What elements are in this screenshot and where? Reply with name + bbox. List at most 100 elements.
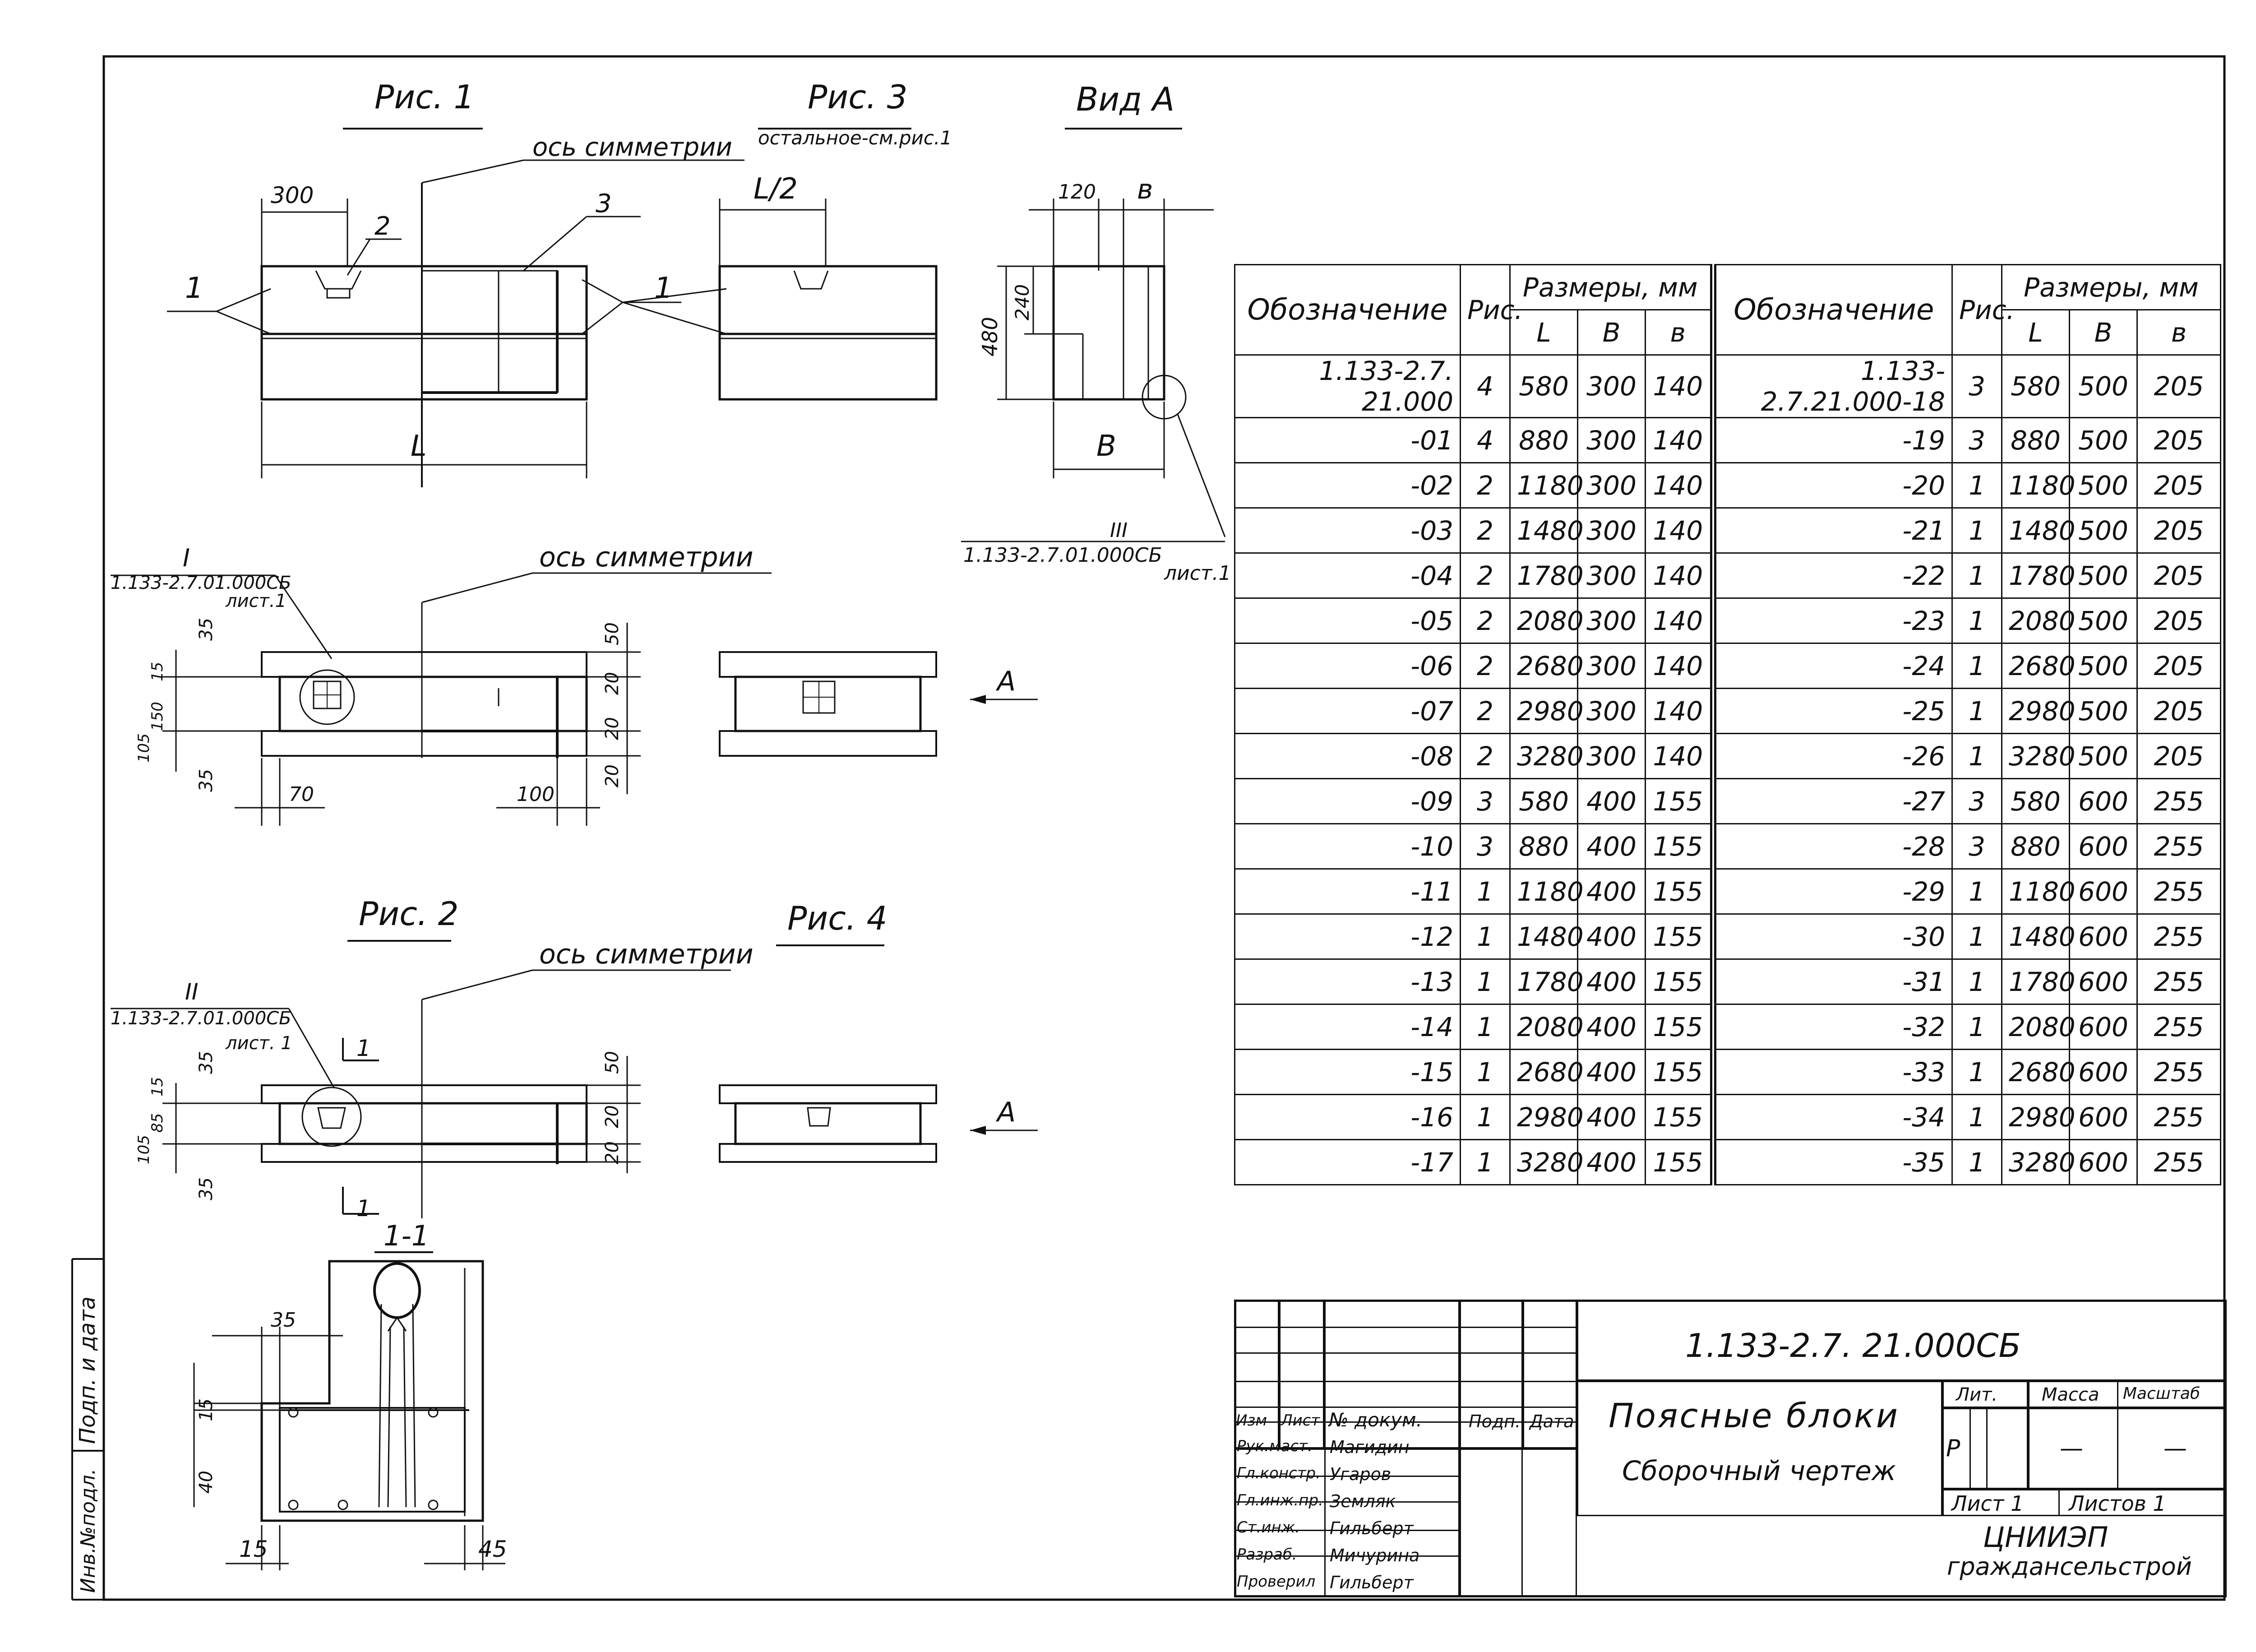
table-cell: 2 (1460, 462, 1511, 509)
ref2-code: 1.133-2.7.01.000СБ (111, 1008, 291, 1029)
table-cell: 155 (1644, 823, 1714, 870)
table-cell: 400 (1577, 823, 1646, 870)
table-cell: -22 (1710, 552, 1953, 599)
svg-text:85: 85 (148, 1113, 166, 1133)
table-cell: 1180 (1509, 462, 1584, 509)
table-cell: 1.133-2.7.21.000-18 (1710, 354, 1953, 418)
table-cell: -20 (1710, 462, 1953, 509)
header-B-right: B (2069, 309, 2138, 356)
table-cell: 1 (1951, 868, 2003, 915)
table-cell: 880 (1509, 417, 1578, 463)
table-cell: -02 (1234, 462, 1461, 509)
table-cell: 400 (1577, 868, 1646, 915)
table-cell: 1 (1951, 643, 2003, 689)
table-cell: 1 (1460, 868, 1511, 915)
specification-table: Обозначение Рис. Размеры, мм Обозначение… (1234, 264, 2222, 1185)
table-cell: -10 (1234, 823, 1461, 870)
table-cell: 155 (1644, 958, 1714, 1005)
table-cell: -34 (1710, 1094, 1953, 1140)
plan-block-3 (719, 651, 937, 757)
table-cell: -32 (1710, 1004, 1953, 1050)
role-name: Мичурина (1330, 1546, 1420, 1565)
margin-podp: Подп. и дата (75, 1296, 100, 1444)
table-cell: 400 (1577, 1094, 1646, 1140)
table-cell: 1180 (1509, 868, 1584, 915)
table-cell: 3 (1951, 354, 2003, 418)
table-cell: 2080 (2001, 1004, 2076, 1050)
table-cell: 500 (2069, 552, 2138, 599)
table-cell: -14 (1234, 1004, 1461, 1050)
table-cell: 580 (2001, 354, 2071, 418)
svg-text:1: 1 (356, 1035, 371, 1061)
table-cell: 255 (2136, 1004, 2222, 1050)
svg-text:ось симметрии: ось симметрии (539, 541, 754, 573)
ref1-code: 1.133-2.7.01.000СБ (111, 573, 291, 593)
table-cell: 1 (1951, 1004, 2003, 1050)
header-ris-left: Рис. (1460, 264, 1523, 356)
org-name-2: граждансельстрой (1947, 1552, 2192, 1581)
svg-text:1: 1 (185, 272, 203, 305)
svg-text:35: 35 (196, 769, 217, 792)
table-cell: -16 (1234, 1094, 1461, 1140)
svg-text:20: 20 (602, 1141, 623, 1164)
table-cell: 1.133-2.7. 21.000 (1234, 354, 1461, 418)
table-cell: 1480 (2001, 507, 2076, 554)
ref3-sheet: лист.1 (1164, 562, 1231, 585)
fig3-note: остальное-см.рис.1 (758, 127, 952, 149)
table-cell: 1 (1460, 913, 1511, 960)
table-cell: 3 (1951, 823, 2003, 870)
table-cell: 1 (1460, 1094, 1511, 1140)
table-cell: 300 (1577, 354, 1646, 418)
table-cell: 205 (2136, 507, 2222, 554)
svg-text:105: 105 (135, 1135, 153, 1164)
table-cell: 2 (1460, 643, 1511, 689)
table-cell: -05 (1234, 597, 1461, 644)
table-cell: 3 (1951, 417, 2003, 463)
table-cell: 2680 (1509, 643, 1584, 689)
svg-text:35: 35 (196, 1177, 217, 1200)
table-cell: 300 (1577, 643, 1646, 689)
table-cell: 600 (2069, 913, 2138, 960)
table-cell: 255 (2136, 868, 2222, 915)
table-cell: -04 (1234, 552, 1461, 599)
table-cell: 600 (2069, 1049, 2138, 1095)
plan-block-1 (261, 651, 588, 758)
table-cell: -24 (1710, 643, 1953, 689)
svg-text:I: I (183, 544, 190, 572)
table-cell: 1 (1460, 1049, 1511, 1095)
table-cell: -30 (1710, 913, 1953, 960)
table-cell: 2 (1460, 688, 1511, 734)
table-cell: 1180 (2001, 868, 2076, 915)
table-cell: -01 (1234, 417, 1461, 463)
table-cell: 205 (2136, 597, 2222, 644)
ref3-code: 1.133-2.7.01.000СБ (963, 544, 1162, 567)
table-cell: 155 (1644, 1139, 1714, 1185)
table-cell: 3280 (2001, 733, 2076, 779)
role-label: Разраб. (1237, 1546, 1297, 1564)
table-cell: 155 (1644, 913, 1714, 960)
svg-text:A: A (995, 1097, 1016, 1128)
table-cell: -15 (1234, 1049, 1461, 1095)
table-cell: 1780 (1509, 552, 1584, 599)
table-cell: 155 (1644, 1094, 1714, 1140)
table-cell: 1 (1460, 1139, 1511, 1185)
table-cell: 300 (1577, 507, 1646, 554)
table-cell: 600 (2069, 1139, 2138, 1185)
table-cell: 1 (1951, 597, 2003, 644)
table-cell: -29 (1710, 868, 1953, 915)
table-cell: 300 (1577, 688, 1646, 734)
table-cell: 1 (1951, 507, 2003, 554)
table-cell: 2680 (2001, 643, 2076, 689)
table-cell: 300 (1577, 733, 1646, 779)
table-cell: 500 (2069, 643, 2138, 689)
svg-text:20: 20 (602, 717, 623, 740)
table-cell: -13 (1234, 958, 1461, 1005)
svg-text:3: 3 (596, 189, 612, 218)
table-cell: 1480 (1509, 913, 1584, 960)
